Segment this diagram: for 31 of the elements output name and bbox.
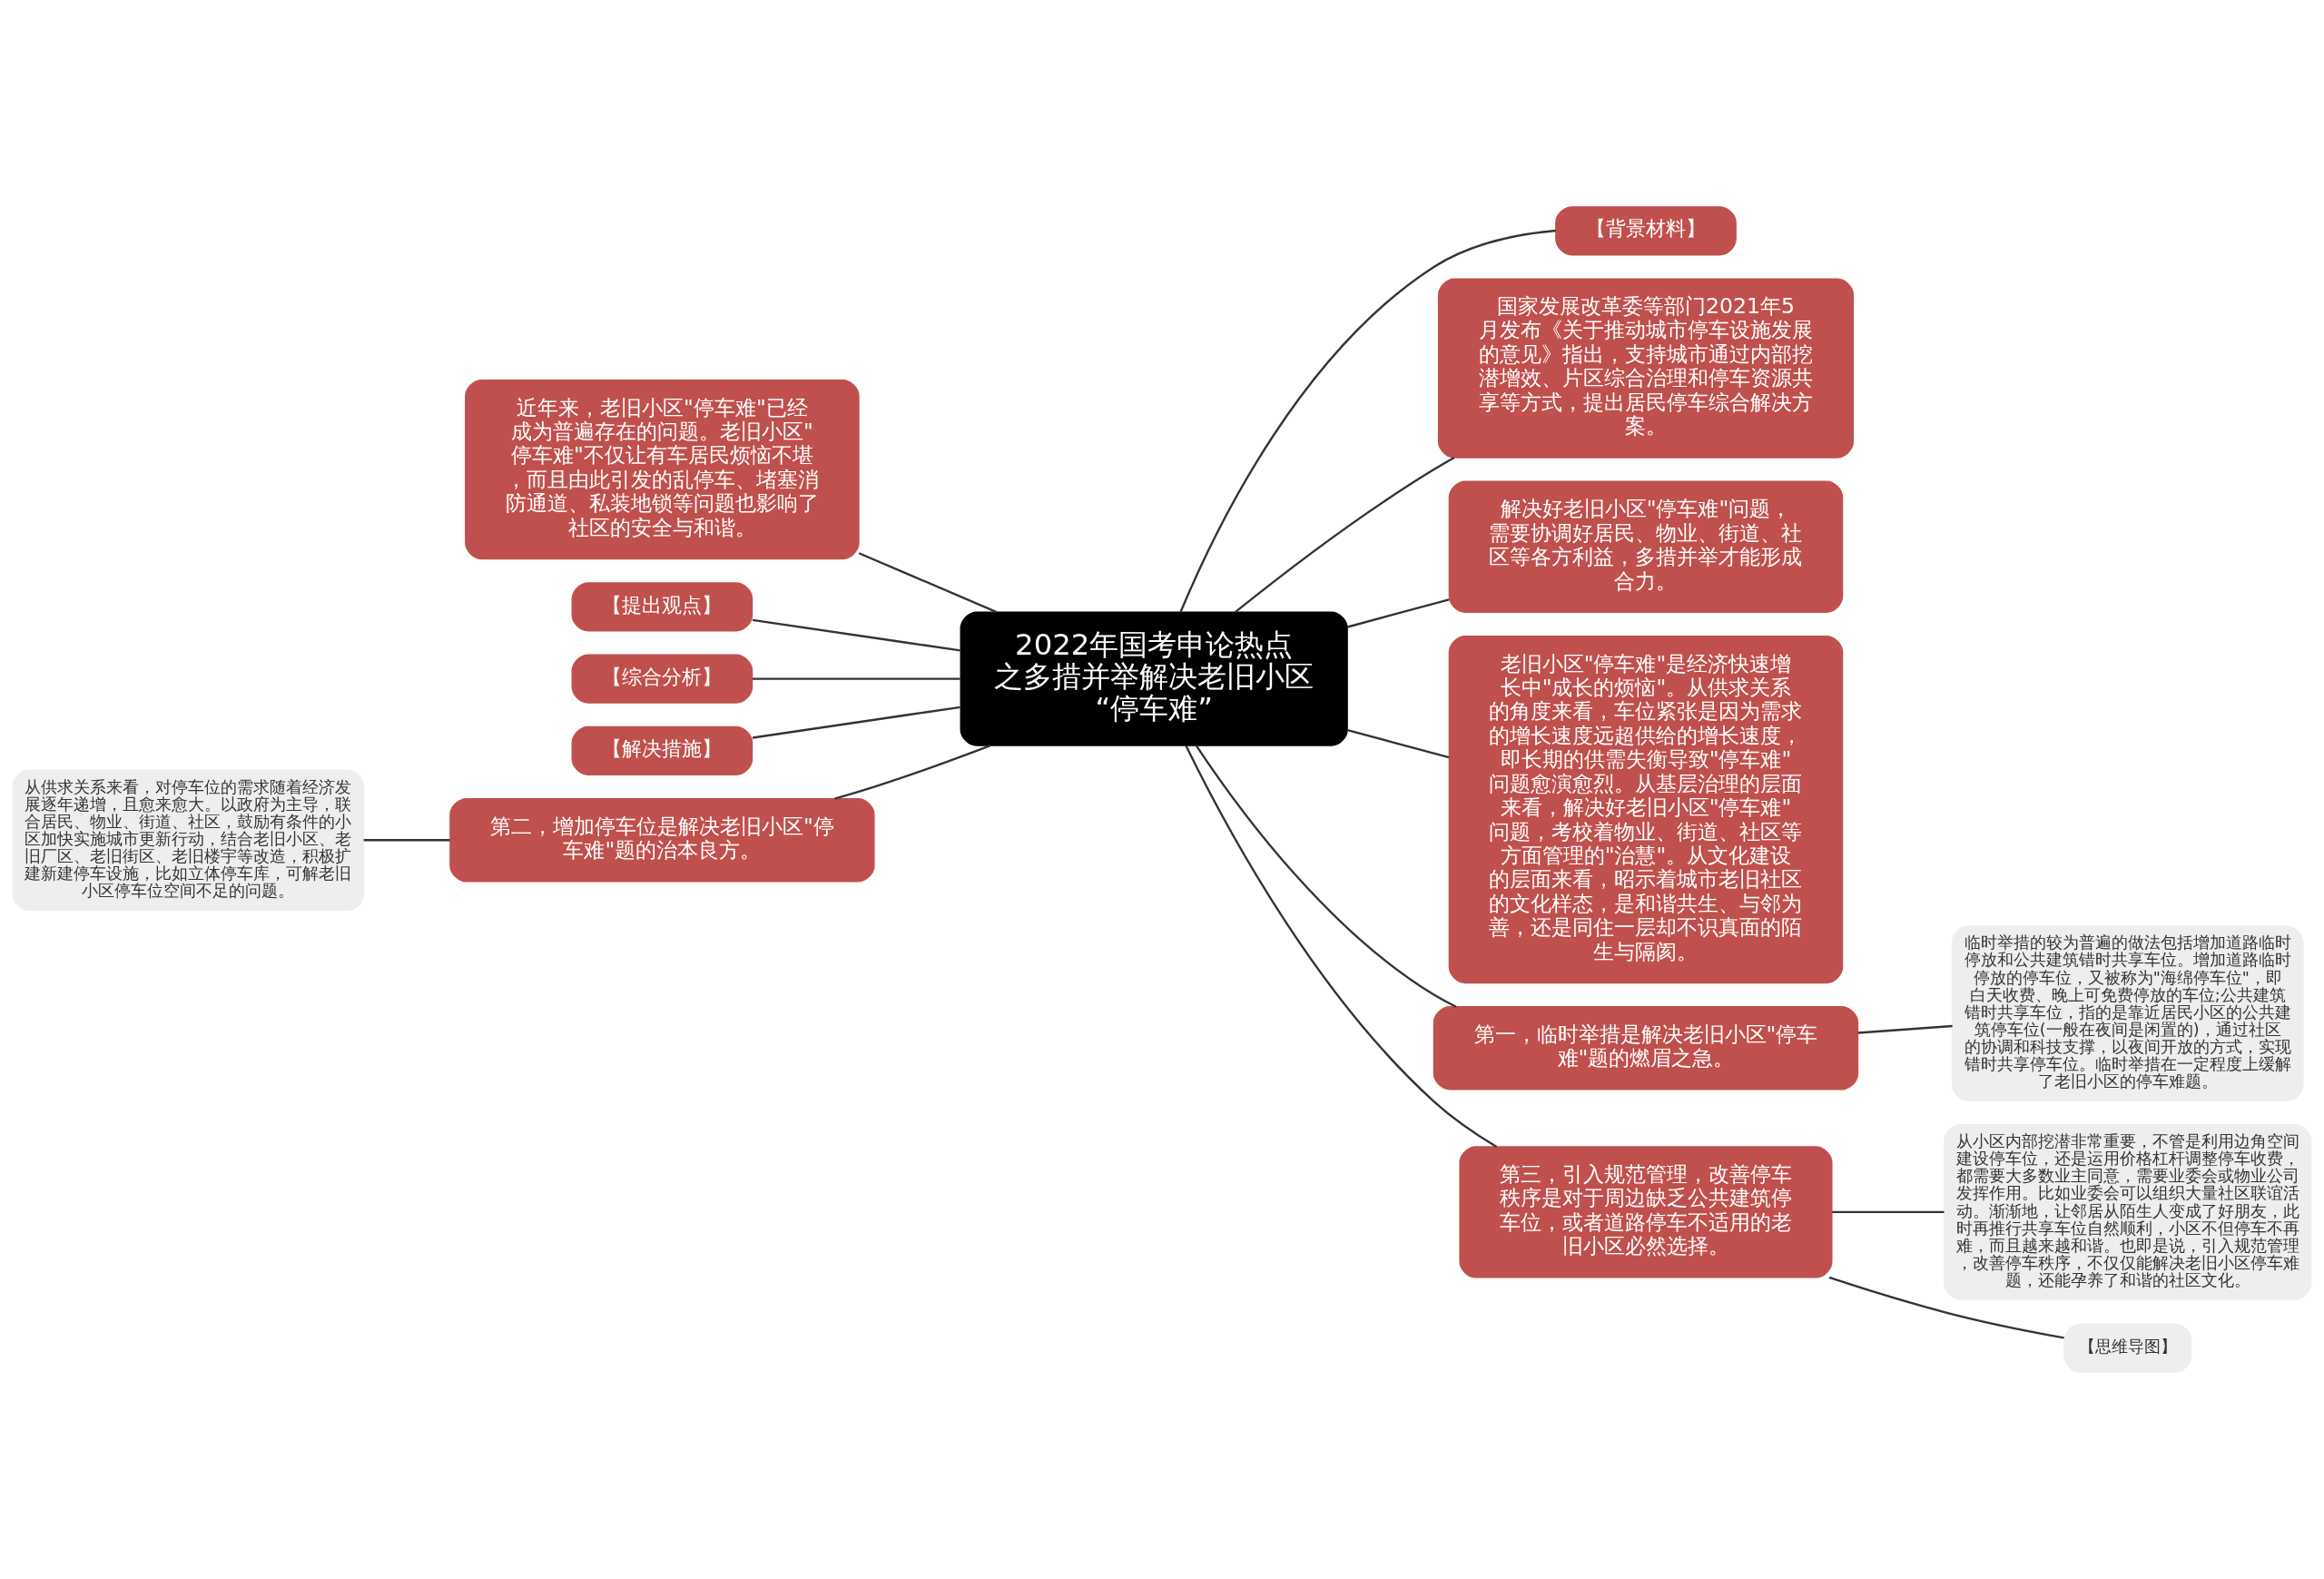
node-box: 【思维导图】 [2063,1323,2192,1373]
node-box: 近年来，老旧小区"停车难"已经成为普遍存在的问题。老旧小区"停车难"不仅让有车居民烦恼不堪，而且由此引发的乱停车、堵塞消防通道、私装地锁等问题也影响了社区的安全与和谐。 [465,380,860,560]
node-box: 2022年国考申论热点之多措并举解决老旧小区“停车难” [960,611,1348,746]
connector [752,706,960,739]
connector [834,745,991,800]
node-box: 【综合分析】 [571,654,753,704]
connector [1828,1276,2064,1339]
node-box: 【解决措施】 [571,725,753,776]
node-box: 临时举措的较为普遍的做法包括增加道路临时停放和公共建筑错时共享车位。增加道路临时停放的停车位，又被称为"海绵停车位"，即白天收费、晚上可免费停放的车位;公共建筑错时共享车位，指的是靠近居民小区的公共建筑停车位(一般在夜间是闲置的)，通过社区的协调和科技支撑，以夜间开放的方式，实现错时共享停车位。临时举措在一定程度上缓解了老旧小区的停车难题。 [1951,925,2304,1102]
connector [1234,457,1455,614]
connector [1857,1024,1953,1034]
connector [1195,745,1457,1008]
node-box: 国家发展改革委等部门2021年5月发布《关于推动城市停车设施发展的意见》指出，支持城市通过内部挖潜增效、片区综合治理和停车资源共享等方式，提出居民停车综合解决方案。 [1437,278,1855,459]
node-box: 第一，临时举措是解决老旧小区"停车难"题的燃眉之急。 [1433,1006,1859,1090]
node-box: 老旧小区"停车难"是经济快速增长中"成长的烦恼"。从供求关系的角度来看，车位紧张是因为需求的增长速度远超供给的增长速度，即长期的供需失衡导致"停车难"问题愈演愈烈。从基层治理的层面来看，解决好老旧小区"停车难"问题，考校着物业、街道、社区等方面管理的"治慧"。从文化建设的层面来看，昭示着城市老旧社区的文化样态，是和谐共生、与邻为善，还是同住一层却不识真面的陌生与隔阂。 [1448,635,1844,984]
connector [858,552,998,614]
connector [1347,729,1450,759]
node-box: 第二，增加停车位是解决老旧小区"停车难"题的治本良方。 [449,798,875,883]
node-box: 第三，引入规范管理，改善停车秩序是对于周边缺乏公共建筑停车位，或者道路停车不适用的老旧小区必然选择。 [1459,1146,1833,1278]
node-box: 【背景材料】 [1555,206,1737,256]
connector [753,677,960,680]
connector [1347,598,1450,628]
connector [1179,229,1556,613]
connector [1185,745,1498,1148]
node-box: 【提出观点】 [571,582,753,632]
connector [752,618,960,652]
node-box: 从供求关系来看，对停车位的需求随着经济发展逐年递增，且愈来愈大。以政府为主导，联合居民、物业、街道、社区，鼓励有条件的小区加快实施城市更新行动，结合老旧小区、老旧厂区、老旧街区、老旧楼宇等改造，积极扩建新建停车设施，比如立体停车库，可解老旧小区停车位空间不足的问题。 [12,769,365,912]
connector [363,839,450,842]
node-box: 解决好老旧小区"停车难"问题，需要协调好居民、物业、街道、社区等各方利益，多措并举才能形成合力。 [1448,480,1844,613]
connector [1832,1210,1945,1214]
node-box: 从小区内部挖潜非常重要，不管是利用边角空间建设停车位，还是运用价格杠杆调整停车收费，都需要大多数业主同意，需要业委会或物业公司发挥作用。比如业委会可以组织大量社区联谊活动。渐渐地，让邻居从陌生人变成了好朋友，此时再推行共享车位自然顺利，小区不但停车不再难，而且越来越和谐。也即是说，引入规范管理，改善停车秩序，不仅仅能解决老旧小区停车难题，还能孕养了和谐的社区文化。 [1944,1124,2312,1300]
